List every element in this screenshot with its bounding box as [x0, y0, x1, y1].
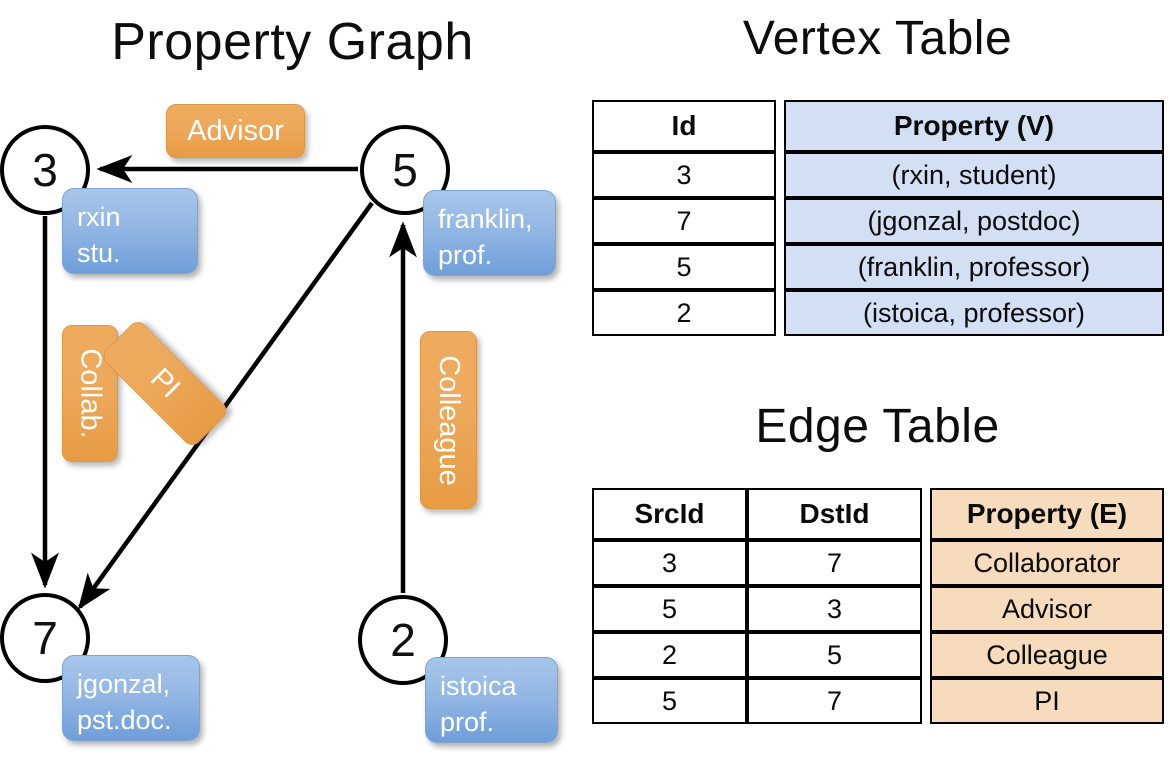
vertex-table: Id Property (V) 3 (rxin, student) 7 (jgo…: [592, 100, 1164, 336]
vertex-id-cell: 7: [592, 198, 776, 244]
edge-table-header-property: Property (E): [930, 488, 1164, 540]
node-property-line-2: stu.: [77, 238, 121, 268]
node-property-line-1: rxin: [77, 202, 121, 232]
edge-table: SrcId DstId Property (E) 3 7 Collaborato…: [592, 488, 1164, 724]
page-title-vertex-table: Vertex Table: [742, 12, 1013, 65]
edge-srcid-cell: 2: [592, 632, 747, 678]
node-property-line-1: istoica: [440, 671, 517, 701]
edge-label-pi: PI: [144, 362, 187, 405]
node-property-line-1: jgonzal,: [77, 669, 171, 699]
table-row[interactable]: 3 7 Collaborator: [592, 540, 1164, 586]
vertex-property-cell: (jgonzal, postdoc): [784, 198, 1164, 244]
table-row[interactable]: 2 (istoica, professor): [592, 290, 1164, 336]
table-row[interactable]: 2 5 Colleague: [592, 632, 1164, 678]
node-property-line-2: prof.: [440, 707, 495, 737]
table-row[interactable]: 5 (franklin, professor): [592, 244, 1164, 290]
vertex-id-cell: 5: [592, 244, 776, 290]
edge-label-advisor: Advisor: [187, 114, 284, 147]
edge-line-pi: [77, 201, 374, 610]
edge-table-header-dstid: DstId: [747, 488, 922, 540]
node-property-box-rxin: rxin stu.: [62, 188, 198, 274]
node-property-line-1: franklin,: [438, 204, 533, 234]
edge-dstid-cell: 7: [747, 540, 922, 586]
table-row[interactable]: 5 7 PI: [592, 678, 1164, 724]
edge-table-column-gap: [922, 488, 930, 540]
edge-table-column-gap: [922, 678, 930, 724]
vertex-table-column-gap: [776, 244, 784, 290]
edge-dstid-cell: 3: [747, 586, 922, 632]
page-title-edge-table: Edge Table: [755, 400, 1000, 453]
edge-property-cell: Advisor: [930, 586, 1164, 632]
vertex-table-header-row: Id Property (V): [592, 100, 1164, 152]
vertex-id-cell: 2: [592, 290, 776, 336]
table-row[interactable]: 5 3 Advisor: [592, 586, 1164, 632]
vertex-table-column-gap: [776, 100, 784, 152]
edge-srcid-cell: 5: [592, 678, 747, 724]
vertex-table-column-gap: [776, 152, 784, 198]
edge-dstid-cell: 7: [747, 678, 922, 724]
page-title-property-graph: Property Graph: [111, 13, 474, 71]
edge-label-box-colleague: Colleague: [420, 331, 477, 509]
edge-label-box-advisor: Advisor: [166, 104, 305, 158]
node-3-label: 3: [32, 144, 58, 196]
edge-dstid-cell: 5: [747, 632, 922, 678]
table-row[interactable]: 7 (jgonzal, postdoc): [592, 198, 1164, 244]
vertex-id-cell: 3: [592, 152, 776, 198]
node-property-box-jgonzal: jgonzal, pst.doc.: [62, 655, 200, 741]
edge-property-cell: Colleague: [930, 632, 1164, 678]
property-graph-canvas: 3 5 7 2 rxin stu. franklin, prof. jgonza…: [0, 104, 558, 743]
edge-table-column-gap: [922, 632, 930, 678]
graph-edge-lines: [31, 155, 417, 610]
edge-property-cell: PI: [930, 678, 1164, 724]
edge-table-header-srcid: SrcId: [592, 488, 747, 540]
vertex-table-header-id: Id: [592, 100, 776, 152]
edge-property-cell: Collaborator: [930, 540, 1164, 586]
vertex-table-column-gap: [776, 198, 784, 244]
vertex-property-cell: (rxin, student): [784, 152, 1164, 198]
vertex-property-cell: (istoica, professor): [784, 290, 1164, 336]
vertex-table-header-property: Property (V): [784, 100, 1164, 152]
vertex-property-cell: (franklin, professor): [784, 244, 1164, 290]
edge-table-header-row: SrcId DstId Property (E): [592, 488, 1164, 540]
edge-table-column-gap: [922, 540, 930, 586]
edge-table-column-gap: [922, 586, 930, 632]
node-property-box-franklin: franklin, prof.: [423, 190, 556, 276]
edge-label-collab: Collab.: [74, 348, 107, 439]
edge-label-colleague: Colleague: [433, 354, 466, 486]
node-2-label: 2: [390, 614, 416, 666]
edge-srcid-cell: 3: [592, 540, 747, 586]
node-7-label: 7: [32, 612, 58, 664]
graph-node-2[interactable]: 2: [358, 595, 448, 685]
edge-srcid-cell: 5: [592, 586, 747, 632]
node-5-label: 5: [392, 144, 418, 196]
node-property-box-istoica: istoica prof.: [425, 657, 558, 743]
node-property-line-2: pst.doc.: [77, 705, 172, 735]
vertex-table-column-gap: [776, 290, 784, 336]
table-row[interactable]: 3 (rxin, student): [592, 152, 1164, 198]
node-property-line-2: prof.: [438, 240, 493, 270]
